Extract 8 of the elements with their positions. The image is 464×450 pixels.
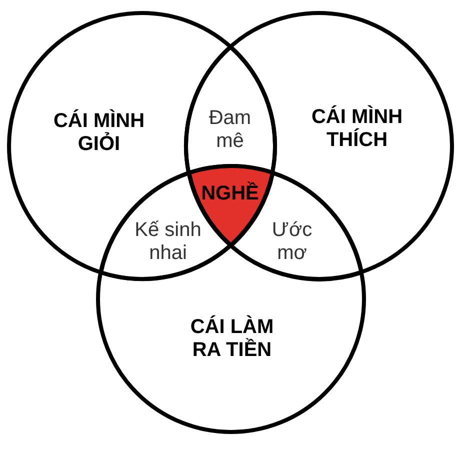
overlap-label: NGHỀ [200,182,260,206]
set-label: CÁI MÌNH GIỎI [52,110,146,156]
overlap-label: Đam mê [208,106,252,153]
venn-circle [96,164,366,434]
set-label: CÁI LÀM RA TIỀN [189,316,275,362]
overlap-label: Ước mơ [270,218,314,265]
set-label: CÁI MÌNH THÍCH [310,106,404,152]
overlap-label: Kế sinh nhai [134,218,202,265]
